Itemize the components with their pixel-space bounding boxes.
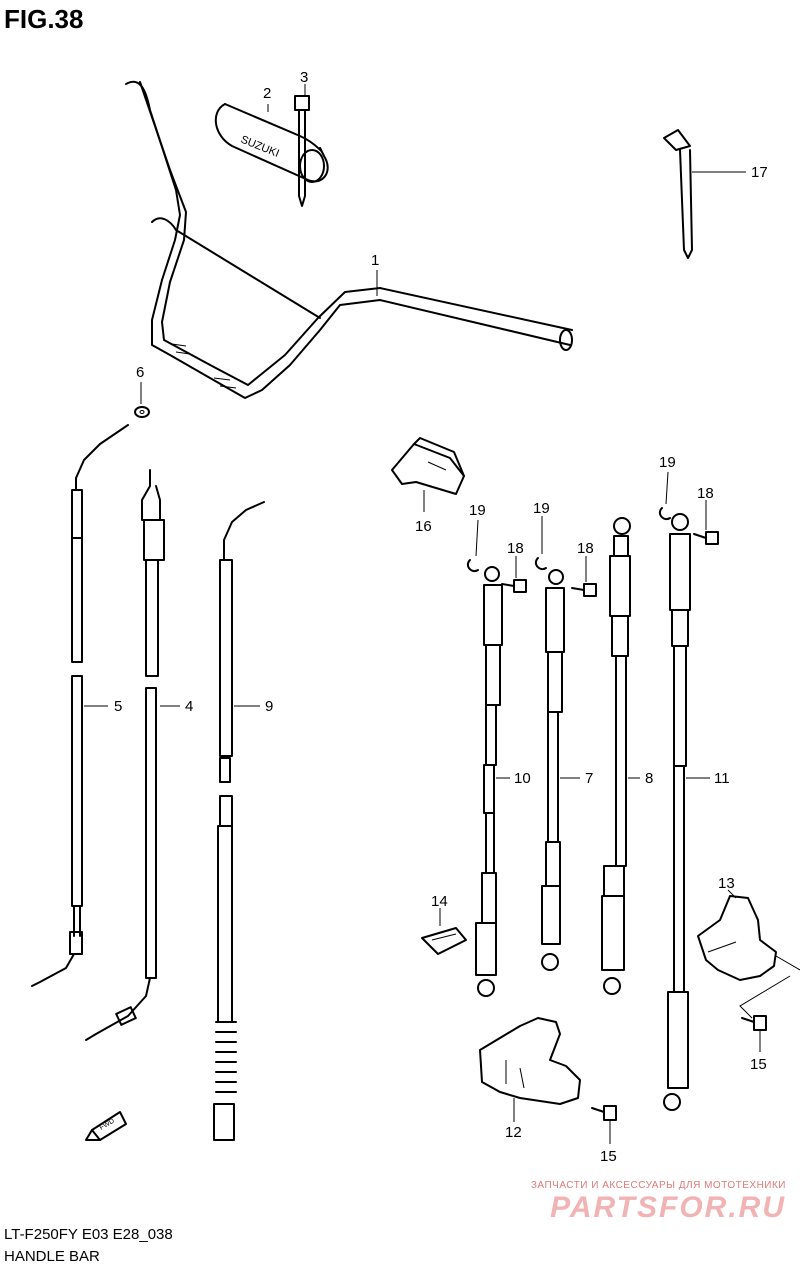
cable-part-10 <box>475 566 503 997</box>
bracket-part-13 <box>697 895 800 1019</box>
callout-13: 13 <box>718 875 735 892</box>
callout-1: 1 <box>371 252 379 269</box>
bolt-part-18 <box>501 531 719 597</box>
callout-16: 16 <box>415 518 432 535</box>
callout-6: 6 <box>136 364 144 381</box>
figure-title: FIG.38 <box>4 4 84 34</box>
callout-18c: 18 <box>697 485 714 502</box>
washer-part <box>134 406 150 418</box>
section-name: HANDLE BAR <box>4 1248 100 1265</box>
callout-19b: 19 <box>533 500 550 517</box>
callout-15b: 15 <box>600 1148 617 1165</box>
callout-2: 2 <box>263 85 271 102</box>
callout-9: 9 <box>265 698 273 715</box>
callout-10: 10 <box>514 770 531 787</box>
callout-14: 14 <box>431 893 448 910</box>
handlebar-part <box>125 80 573 399</box>
callout-19a: 19 <box>469 502 486 519</box>
cable-tie-part-3 <box>294 95 310 207</box>
cable-tie-part-17 <box>663 129 693 259</box>
grip-brand-text: SUZUKI <box>239 134 281 160</box>
callout-15a: 15 <box>750 1056 767 1073</box>
callout-4: 4 <box>185 698 193 715</box>
clip-part-19 <box>466 507 671 572</box>
callout-3: 3 <box>300 69 308 86</box>
fwd-label: FWD <box>99 1118 116 1132</box>
bracket-part-16 <box>391 437 465 495</box>
callout-12: 12 <box>505 1124 522 1141</box>
cable-part-4 <box>85 469 165 1041</box>
callout-18b: 18 <box>577 540 594 557</box>
callouts: 1 2 3 4 5 6 7 8 9 10 11 12 13 14 15 15 1 <box>84 69 768 1165</box>
model-code: LT-F250FY E03 E28_038 <box>4 1226 173 1243</box>
watermark-tagline: ЗАПЧАСТИ И АКСЕССУАРЫ ДЛЯ МОТОТЕХНИКИ <box>530 1180 786 1191</box>
cable-part-11 <box>663 513 691 1111</box>
callout-19c: 19 <box>659 454 676 471</box>
bracket-part-12 <box>479 1017 581 1105</box>
cable-part-8 <box>601 517 631 995</box>
cable-part-5 <box>31 424 129 987</box>
callout-17: 17 <box>751 164 768 181</box>
watermark: ЗАПЧАСТИ И АКСЕССУАРЫ ДЛЯ МОТОТЕХНИКИ PA… <box>531 1180 786 1225</box>
callout-8: 8 <box>645 770 653 787</box>
cable-part-7 <box>541 569 565 971</box>
cable-part-9 <box>213 501 265 1141</box>
footer: LT-F250FY E03 E28_038 HANDLE BAR <box>4 1224 173 1268</box>
grip-part: SUZUKI <box>214 103 329 183</box>
forward-arrow-icon: FWD <box>85 1111 127 1141</box>
callout-5: 5 <box>114 698 122 715</box>
callout-7: 7 <box>585 770 593 787</box>
callout-11: 11 <box>714 770 730 787</box>
watermark-logo: PARTSFOR.RU <box>550 1191 786 1224</box>
clamp-part-14 <box>421 927 467 955</box>
callout-18a: 18 <box>507 540 524 557</box>
